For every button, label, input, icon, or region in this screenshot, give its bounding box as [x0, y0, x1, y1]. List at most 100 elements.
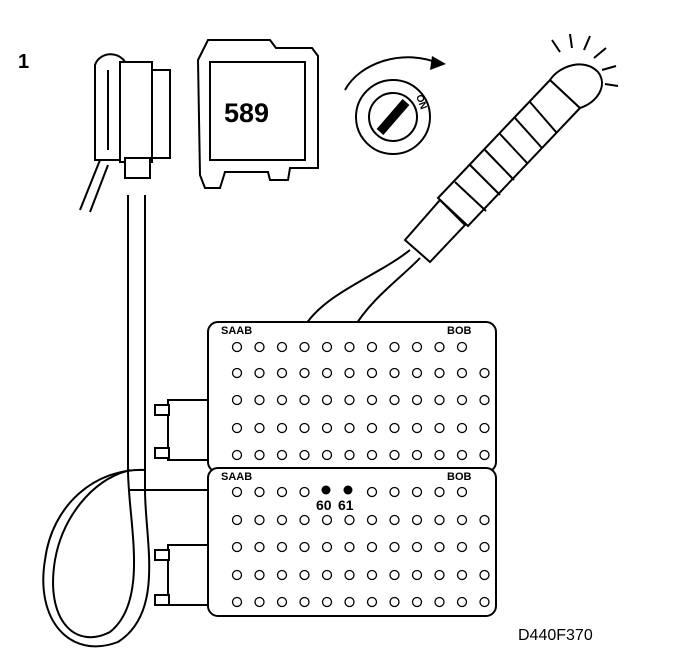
bob2-name: BOB	[447, 471, 472, 483]
breakout-hole	[276, 514, 288, 526]
lamp-glow-rays	[551, 33, 619, 87]
breakout-hole	[299, 596, 310, 608]
breakout-hole	[254, 394, 265, 406]
breakout-hole	[366, 541, 378, 553]
breakout-hole	[434, 596, 445, 608]
breakout-hole	[366, 394, 378, 406]
breakout-hole	[231, 486, 243, 498]
breakout-hole	[456, 449, 468, 461]
breakout-hole	[254, 569, 265, 581]
breakout-hole	[299, 422, 310, 434]
breakout-hole	[344, 514, 355, 526]
breakout-hole	[456, 541, 468, 553]
breakout-hole	[479, 367, 490, 379]
breakout-hole	[344, 449, 355, 461]
bob1-name: BOB	[447, 325, 472, 337]
breakout-hole	[389, 569, 400, 581]
breakout-hole	[276, 449, 288, 461]
breakout-hole	[321, 367, 333, 379]
breakout-hole	[389, 541, 400, 553]
breakout-hole	[299, 569, 310, 581]
breakout-hole	[389, 486, 400, 498]
breakout-hole	[231, 596, 243, 608]
breakout-hole	[411, 514, 423, 526]
bob1-holes	[231, 341, 490, 461]
drawing-code: D440F370	[518, 627, 593, 644]
breakout-hole	[479, 596, 490, 608]
breakout-box-2: SAAB BOB	[154, 467, 497, 617]
breakout-hole	[254, 422, 265, 434]
breakout-hole	[321, 569, 333, 581]
breakout-hole	[231, 367, 243, 379]
breakout-hole	[411, 486, 423, 498]
breakout-hole	[231, 541, 243, 553]
breakout-hole	[479, 422, 490, 434]
breakout-hole	[411, 341, 423, 353]
breakout-hole	[434, 367, 445, 379]
breakout-hole	[276, 541, 288, 553]
breakout-hole	[344, 541, 355, 553]
breakout-hole	[254, 541, 265, 553]
breakout-hole	[456, 367, 468, 379]
breakout-hole	[366, 422, 378, 434]
breakout-hole	[231, 449, 243, 461]
breakout-hole	[254, 367, 265, 379]
breakout-hole	[389, 341, 400, 353]
breakout-hole	[389, 514, 400, 526]
breakout-hole	[389, 422, 400, 434]
breakout-hole	[434, 514, 445, 526]
breakout-hole	[299, 541, 310, 553]
breakout-hole	[411, 394, 423, 406]
breakout-hole	[479, 541, 490, 553]
harness-connector	[94, 53, 171, 179]
breakout-hole	[456, 422, 468, 434]
breakout-hole	[254, 486, 265, 498]
breakout-hole	[456, 596, 468, 608]
breakout-hole	[276, 341, 288, 353]
breakout-hole	[411, 596, 423, 608]
breakout-hole	[254, 449, 265, 461]
breakout-hole	[389, 394, 400, 406]
breakout-hole	[321, 341, 333, 353]
breakout-hole	[344, 394, 355, 406]
breakout-hole	[411, 367, 423, 379]
breakout-hole	[479, 514, 490, 526]
breakout-hole	[456, 569, 468, 581]
breakout-hole	[299, 394, 310, 406]
breakout-hole	[276, 394, 288, 406]
breakout-box-1: SAAB BOB	[154, 321, 497, 473]
pin-61-contact	[343, 485, 353, 495]
breakout-hole	[299, 367, 310, 379]
breakout-hole	[411, 449, 423, 461]
breakout-hole	[254, 514, 265, 526]
breakout-hole	[479, 569, 490, 581]
breakout-hole	[434, 569, 445, 581]
breakout-hole	[344, 367, 355, 379]
breakout-hole	[456, 486, 468, 498]
breakout-hole	[389, 596, 400, 608]
breakout-hole	[276, 596, 288, 608]
breakout-hole	[231, 394, 243, 406]
breakout-hole	[299, 514, 310, 526]
breakout-hole	[389, 449, 400, 461]
breakout-hole	[434, 449, 445, 461]
breakout-hole	[434, 341, 445, 353]
breakout-hole	[456, 514, 468, 526]
pin-60-contact	[321, 485, 331, 495]
relay-label: 589	[224, 98, 269, 128]
breakout-hole	[366, 341, 378, 353]
breakout-hole	[434, 541, 445, 553]
breakout-hole	[321, 541, 333, 553]
breakout-hole	[366, 486, 378, 498]
breakout-hole	[411, 569, 423, 581]
ignition-on-label: ON	[413, 93, 428, 111]
breakout-hole	[276, 367, 288, 379]
breakout-hole	[366, 449, 378, 461]
breakout-hole	[411, 422, 423, 434]
breakout-hole	[366, 514, 378, 526]
breakout-hole	[299, 341, 310, 353]
breakout-hole	[276, 569, 288, 581]
breakout-hole	[344, 422, 355, 434]
